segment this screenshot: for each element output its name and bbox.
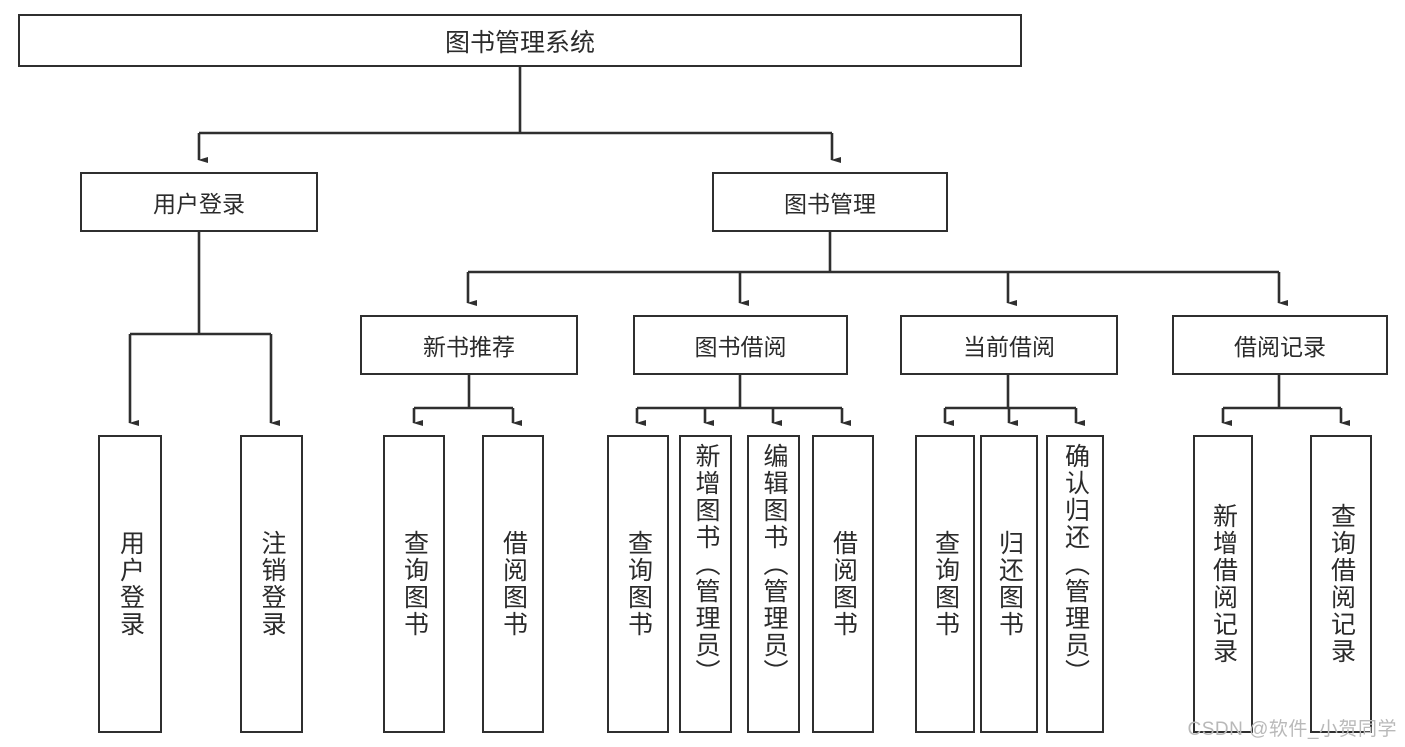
leaf-query-book-1[interactable]: 查询图书 (383, 435, 445, 733)
leaf-borrow-book-2[interactable]: 借阅图书 (812, 435, 874, 733)
leaf-return-book-label: 归还图书 (995, 530, 1024, 638)
watermark: CSDN @软件_小贺同学 (1187, 719, 1397, 740)
node-new-book-recommend[interactable]: 新书推荐 (360, 315, 578, 375)
leaf-logout-login[interactable]: 注销登录 (240, 435, 303, 733)
leaf-confirm-return-label: 确认归还（管理员） (1061, 443, 1090, 686)
node-book-borrow-label: 图书借阅 (694, 334, 787, 360)
leaf-edit-book[interactable]: 编辑图书（管理员） (747, 435, 800, 733)
leaf-add-record[interactable]: 新增借阅记录 (1193, 435, 1253, 733)
leaf-add-book[interactable]: 新增图书（管理员） (679, 435, 732, 733)
node-book-manage[interactable]: 图书管理 (712, 172, 948, 232)
node-book-manage-label: 图书管理 (784, 191, 876, 217)
leaf-user-login-label: 用户登录 (116, 530, 145, 638)
leaf-query-book-3[interactable]: 查询图书 (915, 435, 975, 733)
leaf-query-record-label: 查询借阅记录 (1327, 503, 1356, 665)
leaf-query-book-3-label: 查询图书 (931, 530, 960, 638)
leaf-query-book-2-label: 查询图书 (624, 530, 653, 638)
node-root-label: 图书管理系统 (444, 28, 595, 57)
node-new-book-recommend-label: 新书推荐 (423, 334, 515, 360)
leaf-query-record[interactable]: 查询借阅记录 (1310, 435, 1372, 733)
node-user-login-label: 用户登录 (153, 191, 245, 217)
node-borrow-record-label: 借阅记录 (1234, 334, 1326, 360)
node-book-borrow[interactable]: 图书借阅 (633, 315, 848, 375)
node-user-login[interactable]: 用户登录 (80, 172, 318, 232)
leaf-add-record-label: 新增借阅记录 (1209, 503, 1238, 665)
leaf-add-book-label: 新增图书（管理员） (692, 443, 720, 686)
leaf-query-book-2[interactable]: 查询图书 (607, 435, 669, 733)
node-current-borrow-label: 当前借阅 (963, 334, 1055, 360)
leaf-edit-book-label: 编辑图书（管理员） (760, 443, 788, 686)
leaf-borrow-book-2-label: 借阅图书 (829, 530, 858, 638)
leaf-logout-login-label: 注销登录 (258, 530, 286, 638)
node-current-borrow[interactable]: 当前借阅 (900, 315, 1118, 375)
leaf-borrow-book-1[interactable]: 借阅图书 (482, 435, 544, 733)
leaf-return-book[interactable]: 归还图书 (980, 435, 1038, 733)
node-borrow-record[interactable]: 借阅记录 (1172, 315, 1388, 375)
leaf-borrow-book-1-label: 借阅图书 (499, 530, 528, 638)
node-root[interactable]: 图书管理系统 (18, 14, 1022, 67)
leaf-query-book-1-label: 查询图书 (400, 530, 429, 638)
leaf-user-login[interactable]: 用户登录 (98, 435, 162, 733)
leaf-confirm-return[interactable]: 确认归还（管理员） (1046, 435, 1104, 733)
